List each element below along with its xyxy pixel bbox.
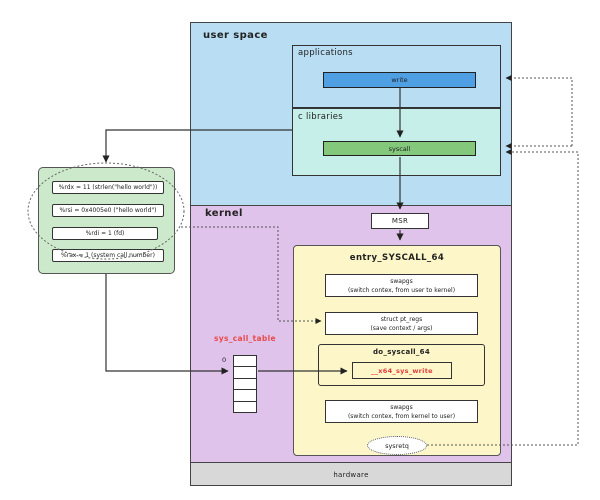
table-cell xyxy=(234,401,256,413)
register-rax-value: %rax = 1 (system call number) xyxy=(61,252,155,259)
msr-label: MSR xyxy=(391,217,409,225)
entry-syscall-64-title: entry_SYSCALL_64 xyxy=(349,253,445,263)
msr-node: MSR xyxy=(371,213,429,229)
swapgs-enter-node: swapgs (switch contex, from user to kern… xyxy=(325,274,478,297)
register-rdi: %rdi = 1 (fd) xyxy=(52,227,158,240)
pt-regs-node: struct pt_regs (save context / args) xyxy=(325,312,478,335)
syscall-label: syscall xyxy=(388,144,411,153)
c-libraries-label: c libraries xyxy=(298,112,344,122)
syscall-node: syscall xyxy=(323,141,476,156)
pt-regs-line1: struct pt_regs xyxy=(380,315,423,323)
sysretq-label: sysretq xyxy=(385,441,409,450)
table-cell xyxy=(234,356,256,368)
register-rdx: %rdx = 11 (strlen("hello world")) xyxy=(52,181,164,194)
write-label: write xyxy=(391,76,408,84)
table-index-1: 1 xyxy=(222,367,227,375)
swapgs-exit-line2: (switch contex, from kernel to user) xyxy=(347,412,456,420)
table-cell xyxy=(234,390,256,402)
do-syscall-64-title: do_syscall_64 xyxy=(372,348,431,356)
hardware-label: hardware xyxy=(333,470,369,479)
x64-sys-write-label: __x64_sys_write xyxy=(371,366,433,375)
sys-call-table xyxy=(233,355,257,413)
register-rdi-value: %rdi = 1 (fd) xyxy=(85,230,125,237)
hardware-bar: hardware xyxy=(190,462,512,486)
swapgs-exit-line1: swapgs xyxy=(390,403,413,411)
kernel-title: kernel xyxy=(205,208,243,219)
register-rsi-value: %rsi = 0x4005e0 ("hello world") xyxy=(59,207,157,214)
register-rsi: %rsi = 0x4005e0 ("hello world") xyxy=(52,204,164,217)
swapgs-enter-line1: swapgs xyxy=(390,277,413,285)
sysretq-node: sysretq xyxy=(367,436,427,455)
register-rdx-value: %rdx = 11 (strlen("hello world")) xyxy=(58,184,158,191)
applications-label: applications xyxy=(298,48,353,58)
sys-call-table-label: sys_call_table xyxy=(214,334,276,343)
swapgs-enter-line2: (switch contex, from user to kernel) xyxy=(347,286,456,294)
write-node: write xyxy=(323,72,476,88)
pt-regs-line2: (save context / args) xyxy=(370,324,433,332)
table-cell xyxy=(234,378,256,391)
user-space-title: user space xyxy=(203,30,268,41)
x64-sys-write-node: __x64_sys_write xyxy=(352,362,452,379)
applications-box xyxy=(292,45,501,108)
table-index-0: 0 xyxy=(222,356,227,364)
dotted-return-to-write xyxy=(505,75,573,146)
swapgs-exit-node: swapgs (switch contex, from kernel to us… xyxy=(325,400,478,423)
register-rax: %rax = 1 (system call number) xyxy=(52,249,164,262)
table-cell xyxy=(234,367,256,379)
